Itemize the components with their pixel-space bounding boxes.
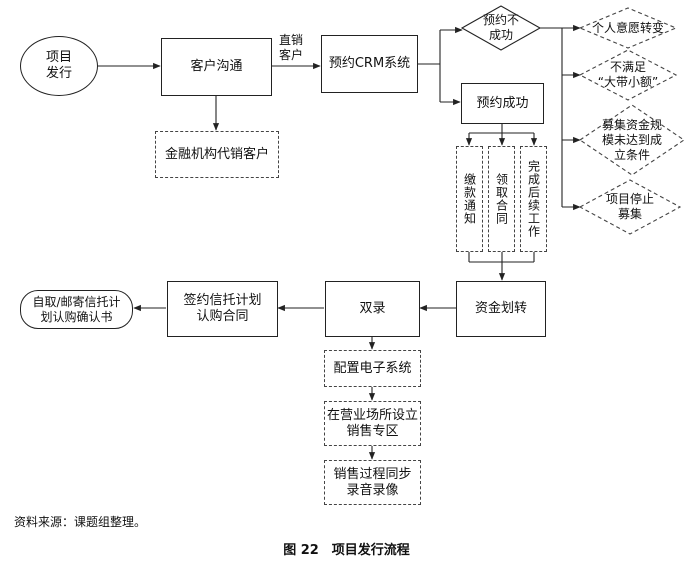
sign-contract-box: 签约信托计划 认购合同 bbox=[167, 281, 278, 337]
dual-record-box: 双录 bbox=[325, 281, 420, 337]
sync-recording-box: 销售过程同步 录音录像 bbox=[324, 460, 421, 505]
fund-transfer-box: 资金划转 bbox=[456, 281, 546, 337]
reason-label-3: 募集资金规 模未达到成 立条件 bbox=[601, 117, 662, 162]
get-contract-box: 领取合同 bbox=[488, 146, 515, 252]
direct-customer-label: 直销 客户 bbox=[279, 33, 304, 62]
reason-diamond-4 bbox=[578, 179, 682, 235]
reason-label-2: 不满足 “大带小额” bbox=[597, 60, 659, 89]
customer-communication-box: 客户沟通 bbox=[161, 38, 272, 96]
reason-label-1: 个人意愿转变 bbox=[591, 20, 664, 35]
fail-diamond-shape bbox=[460, 5, 542, 51]
reason-diamond-2 bbox=[578, 49, 678, 101]
reason-label-4: 项目停止 募集 bbox=[605, 192, 654, 221]
reason-diamond-3 bbox=[579, 104, 685, 176]
sales-venue-box: 在营业场所设立 销售专区 bbox=[324, 401, 421, 446]
crm-system-box: 预约CRM系统 bbox=[321, 35, 418, 93]
success-box: 预约成功 bbox=[461, 83, 544, 124]
source-note: 资料来源：课题组整理。 bbox=[14, 515, 147, 529]
payment-notice-box: 缴款通知 bbox=[456, 146, 483, 252]
config-system-box: 配置电子系统 bbox=[324, 350, 421, 387]
follow-up-box: 完成后续工作 bbox=[520, 146, 547, 252]
confirmation-box: 自取/邮寄信托计 划认购确认书 bbox=[20, 290, 133, 329]
finance-institution-box: 金融机构代销客户 bbox=[155, 131, 279, 178]
fail-diamond-label: 预约不 成功 bbox=[482, 13, 519, 42]
start-node: 项目 发行 bbox=[20, 36, 98, 96]
figure-caption: 图 22 项目发行流程 bbox=[283, 543, 410, 558]
reason-diamond-1 bbox=[578, 7, 678, 49]
